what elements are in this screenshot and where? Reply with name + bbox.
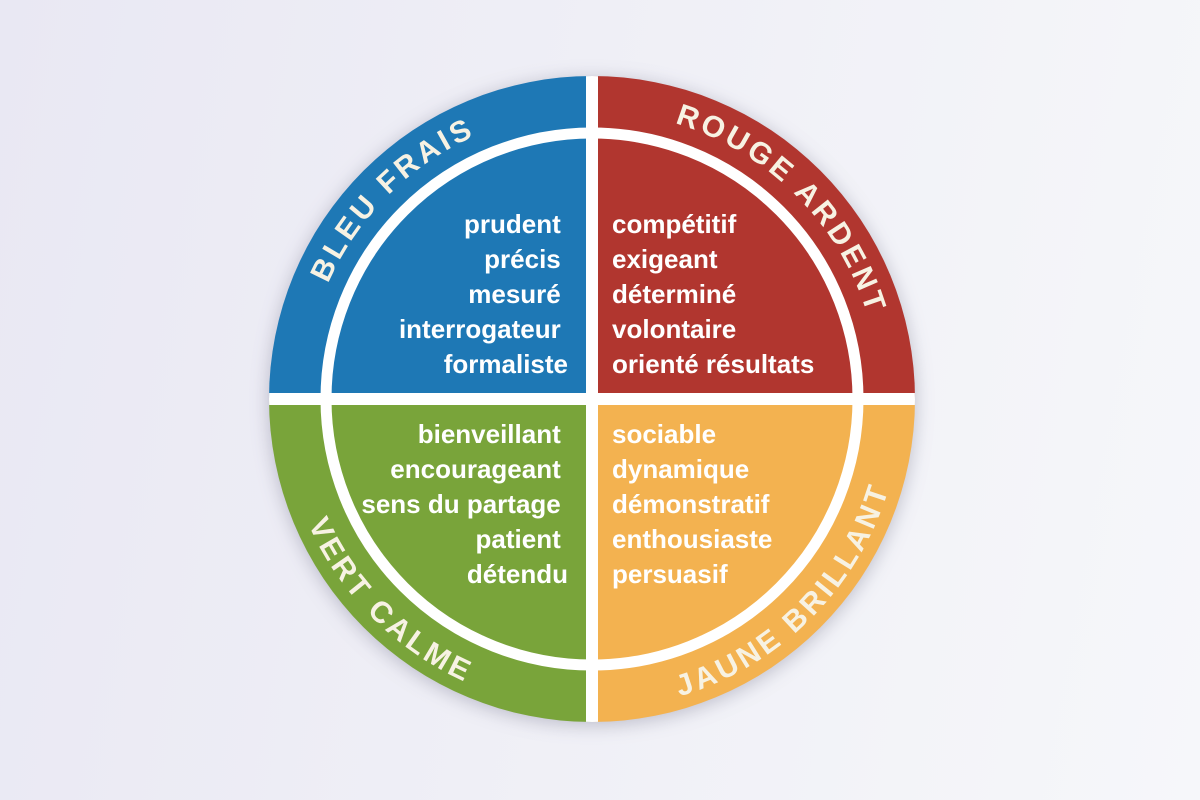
trait-label: compétitif — [612, 209, 737, 239]
trait-label: persuasif — [612, 559, 728, 589]
trait-label: mesuré — [468, 279, 561, 309]
trait-label: volontaire — [612, 314, 736, 344]
trait-label: déterminé — [612, 279, 736, 309]
trait-list-vert-calme: bienveillant encourageant sens du partag… — [361, 419, 568, 589]
trait-label: prudent — [464, 209, 561, 239]
trait-label: formaliste — [444, 349, 568, 379]
trait-list-bleu-frais: prudent précis mesuré interrogateur form… — [399, 209, 568, 379]
trait-label: enthousiaste — [612, 524, 772, 554]
trait-label: patient — [476, 524, 562, 554]
trait-label: orienté résultats — [612, 349, 814, 379]
trait-label: exigeant — [612, 244, 718, 274]
trait-label: sens du partage — [361, 489, 560, 519]
wheel-body — [269, 76, 915, 722]
trait-label: détendu — [467, 559, 568, 589]
trait-label: encourageant — [390, 454, 561, 484]
trait-label: sociable — [612, 419, 716, 449]
trait-label: précis — [484, 244, 561, 274]
trait-label: interrogateur — [399, 314, 561, 344]
trait-label: démonstratif — [612, 489, 770, 519]
trait-label: dynamique — [612, 454, 749, 484]
inner-ring — [320, 127, 864, 671]
trait-list-jaune-brillant: sociable dynamique démonstratif enthousi… — [612, 419, 780, 589]
trait-list-rouge-ardent: compétitif exigeant déterminé volontaire… — [612, 209, 814, 379]
divider-horizontal — [269, 393, 915, 405]
trait-label: bienveillant — [418, 419, 561, 449]
